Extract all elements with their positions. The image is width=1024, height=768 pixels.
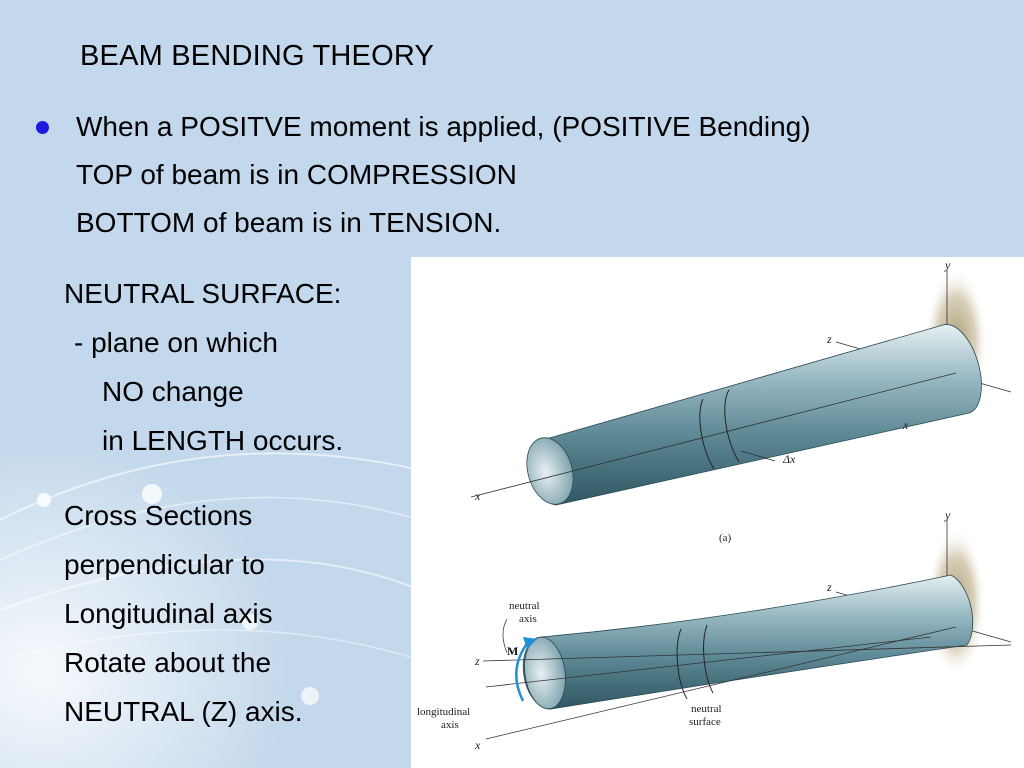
cross-section-bottom-2 xyxy=(703,624,714,694)
moment-label: M xyxy=(507,644,518,658)
cross-sections-line-2: perpendicular to xyxy=(64,549,265,580)
delta-x-label: Δx xyxy=(782,452,796,466)
bullet-line-1: When a POSITVE moment is applied, (POSIT… xyxy=(76,111,811,142)
bullet-line-3: BOTTOM of beam is in TENSION. xyxy=(76,207,502,238)
cross-sections-line-1: Cross Sections xyxy=(64,500,253,531)
neutral-surface-line-3: in LENGTH occurs. xyxy=(102,425,344,456)
beam-top-end xyxy=(526,437,574,505)
x-axis-top xyxy=(470,372,957,498)
bullet-dot-icon xyxy=(36,121,49,134)
z-label-bottom-right: z xyxy=(826,580,832,594)
z-label-bottom-left: z xyxy=(474,654,480,668)
y-label-top: y xyxy=(944,258,951,272)
neutral-axis-leader xyxy=(502,618,508,654)
beam-bottom-body xyxy=(522,574,974,710)
cross-section-top-1 xyxy=(699,398,715,470)
beam-bottom-end xyxy=(524,636,566,710)
beam-top: y z x x Δx (a) xyxy=(470,258,1012,544)
cross-sections-line-5: NEUTRAL (Z) axis. xyxy=(64,696,303,727)
neutral-surface-line-2: NO change xyxy=(102,376,244,407)
x-label-bottom: x xyxy=(474,738,481,752)
neutral-surface-label-2: surface xyxy=(689,716,721,728)
bullet-line-2: TOP of beam is in COMPRESSION xyxy=(76,159,517,190)
beam-bottom: y z z x M neutral axis longitudinal axis… xyxy=(417,508,1012,752)
x-label-top-right: x xyxy=(902,418,909,432)
beam-top-body xyxy=(529,324,982,506)
neutral-surface-label-1: neutral xyxy=(691,703,722,715)
longitudinal-axis-label-2: axis xyxy=(441,719,459,731)
longitudinal-axis-label-1: longitudinal xyxy=(417,706,470,718)
cross-section-top-2 xyxy=(724,389,740,463)
neutral-axis-label-2: axis xyxy=(519,613,537,625)
moment-arrowhead-icon xyxy=(523,637,537,649)
cross-sections-line-4: Rotate about the xyxy=(64,647,272,678)
y-label-bottom: y xyxy=(944,508,951,522)
cross-sections-line-3: Longitudinal axis xyxy=(64,598,273,629)
x-label-top-left: x xyxy=(474,489,481,503)
neutral-surface-line-1: - plane on which xyxy=(74,327,278,358)
figure-caption: (a) xyxy=(719,532,732,544)
neutral-axis-label-1: neutral xyxy=(509,600,540,612)
delta-x-arrow xyxy=(740,450,776,462)
longitudinal-axis-line xyxy=(485,636,932,688)
moment-arrow-icon xyxy=(515,640,530,702)
beam-figure: y z x x Δx (a) y z z x M ne xyxy=(411,257,1024,768)
z-axis-bottom-left xyxy=(482,644,1012,662)
x-axis-bottom xyxy=(485,626,957,740)
neutral-surface-heading: NEUTRAL SURFACE: xyxy=(64,278,342,309)
slide-title: BEAM BENDING THEORY xyxy=(80,40,435,72)
z-label-top: z xyxy=(826,332,832,346)
beam-diagram: y z x x Δx (a) y z z x M ne xyxy=(417,258,1012,752)
